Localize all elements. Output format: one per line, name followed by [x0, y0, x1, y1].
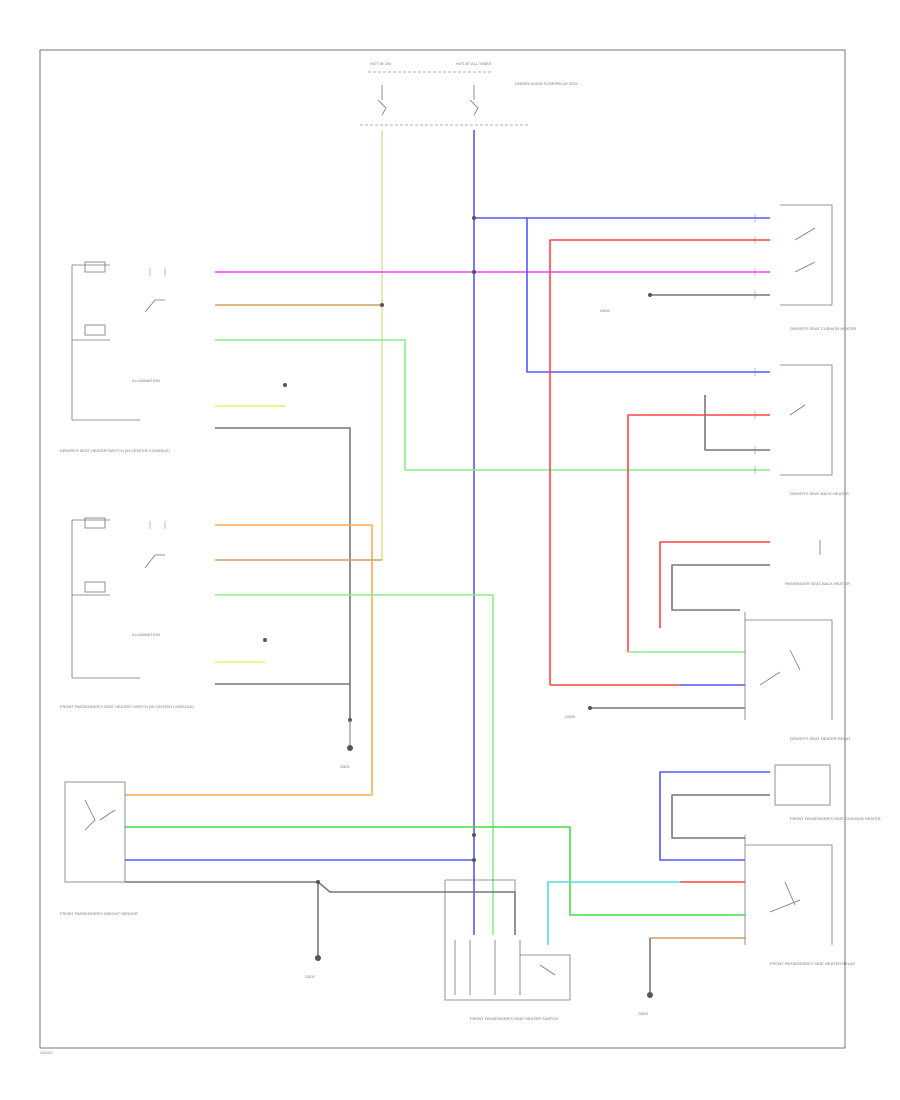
wire-red-3 — [659, 541, 770, 628]
svg-text:ILLUMINATION: ILLUMINATION — [132, 378, 160, 383]
fuse-box-label: UNDER-HOOD FUSE/RELAY BOX — [515, 81, 578, 86]
pass-seat-relay: FRONT PASSENGER'S SEAT HEATER RELAY — [744, 835, 855, 966]
svg-text:DRIVER'S SEAT CUSHION HEATER: DRIVER'S SEAT CUSHION HEATER — [790, 326, 856, 331]
svg-text:G505: G505 — [565, 714, 576, 719]
fuse-left-symbol — [377, 85, 387, 116]
wire-gray-1 — [215, 427, 351, 720]
ground-g501: G501 — [340, 718, 353, 769]
svg-text:DRIVER'S SEAT-BACK HEATER: DRIVER'S SEAT-BACK HEATER — [790, 491, 849, 496]
weight-sensor: FRONT PASSENGER'S WEIGHT SENSOR — [60, 781, 138, 916]
driver-heater-switch: ILLUMINATION DRIVER'S SEAT HEATER SWITCH… — [60, 261, 170, 453]
diagram-frame — [39, 49, 846, 1049]
svg-text:G503: G503 — [638, 1011, 649, 1016]
ground-g503: G503 — [638, 992, 653, 1016]
driver-cushion-heater: DRIVER'S SEAT CUSHION HEATER — [780, 204, 856, 331]
driver-seat-heater-relay: DRIVER'S SEAT HEATER RELAY — [744, 612, 851, 741]
svg-text:G501: G501 — [340, 764, 351, 769]
wire-green-1 — [215, 339, 770, 471]
wire-blue-driver-back — [526, 218, 770, 373]
svg-text:FRONT PASSENGER'S SEAT HEATER: FRONT PASSENGER'S SEAT HEATER SWITCH — [470, 1016, 558, 1021]
wire-red-2 — [627, 414, 770, 652]
svg-text:PASSENGER SEAT-BACK HEATER: PASSENGER SEAT-BACK HEATER — [785, 581, 850, 586]
svg-text:ILLUMINATION: ILLUMINATION — [132, 632, 160, 637]
wire-cyan — [547, 881, 680, 945]
svg-text:FRONT PASSENGER'S SEAT CUSHION: FRONT PASSENGER'S SEAT CUSHION HEATER — [790, 816, 881, 821]
wire-gray-pass — [671, 794, 770, 839]
svg-text:FRONT PASSENGER'S SEAT HEATER: FRONT PASSENGER'S SEAT HEATER RELAY — [770, 961, 855, 966]
wire-red-1 — [549, 239, 770, 685]
svg-text:FRONT PASSENGER'S WEIGHT SENSO: FRONT PASSENGER'S WEIGHT SENSOR — [60, 911, 138, 916]
ground-g505: G505 — [565, 706, 592, 719]
svg-text:G502: G502 — [305, 974, 316, 979]
wire-gray-4 — [125, 881, 516, 935]
connector-ticks — [149, 214, 756, 529]
svg-text:DRIVER'S SEAT HEATER SWITCH (I: DRIVER'S SEAT HEATER SWITCH (IN CENTER C… — [60, 448, 170, 453]
svg-text:DRIVER'S SEAT HEATER RELAY: DRIVER'S SEAT HEATER RELAY — [790, 736, 851, 741]
ground-g502: G502 — [305, 955, 321, 979]
page-code: OA000 — [40, 1050, 53, 1055]
wire-blue-pass — [659, 771, 770, 861]
fuse-right-symbol — [469, 85, 479, 116]
wire-orange-1 — [125, 524, 373, 796]
ground-g504: G504 — [600, 293, 652, 313]
svg-text:G504: G504 — [600, 308, 611, 313]
wire-green-2 — [215, 594, 494, 935]
junction-dots — [263, 216, 476, 884]
passenger-back-heater: PASSENGER SEAT-BACK HEATER — [785, 540, 850, 586]
fuse-right-label: HOT AT ALL TIMES — [456, 61, 491, 66]
pass-seat-heater-switch: FRONT PASSENGER'S SEAT HEATER SWITCH — [444, 879, 571, 1021]
wire-green-3 — [125, 826, 745, 916]
driver-back-heater: DRIVER'S SEAT-BACK HEATER — [780, 364, 849, 496]
pass-cushion-heater: FRONT PASSENGER'S SEAT CUSHION HEATER — [774, 764, 881, 821]
fuse-left-label: HOT IN ON — [370, 61, 391, 66]
wire-gray-back — [704, 395, 770, 451]
passenger-heater-switch: ILLUMINATION FRONT PASSENGER'S SEAT HEAT… — [60, 517, 195, 709]
wire-gray-3 — [671, 564, 770, 611]
svg-text:FRONT PASSENGER'S SEAT HEATER: FRONT PASSENGER'S SEAT HEATER SWITCH (IN… — [60, 704, 195, 709]
